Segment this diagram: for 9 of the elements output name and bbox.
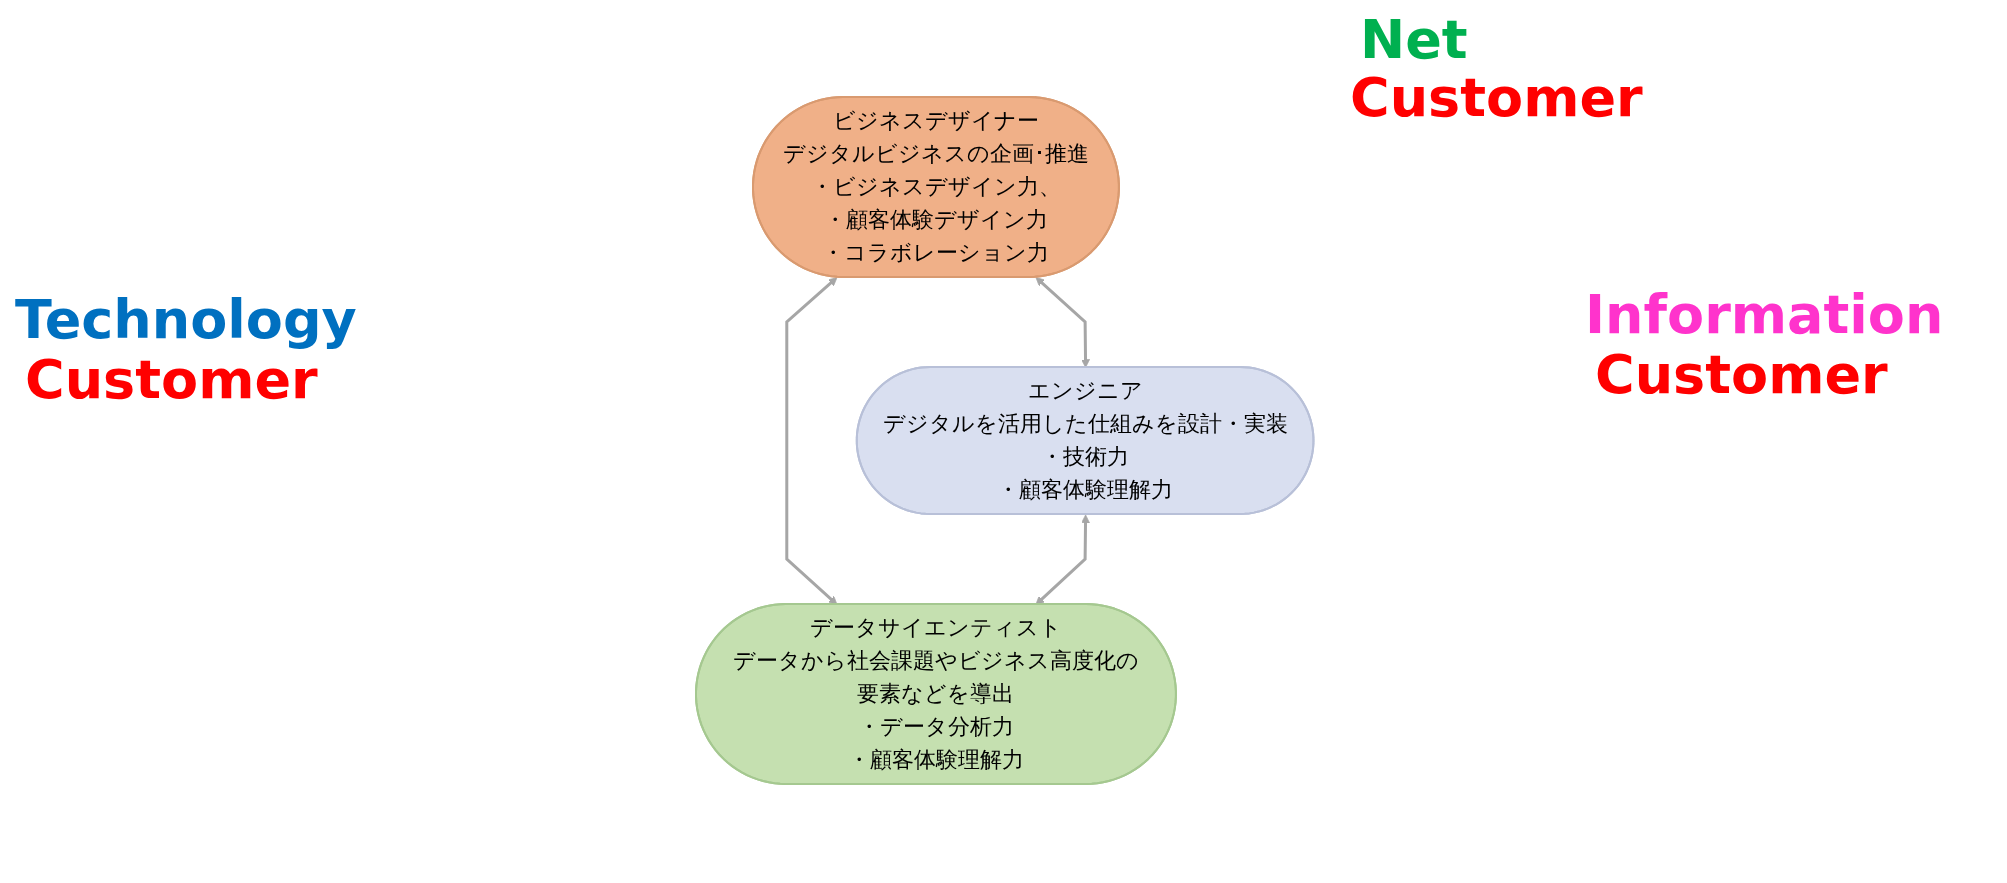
category-label: Net <box>1360 10 1468 70</box>
arrow <box>1035 276 1091 368</box>
category-label: Customer <box>25 350 318 410</box>
category-label: Information <box>1585 285 1944 345</box>
arrow <box>785 276 838 605</box>
arrow <box>1035 514 1091 605</box>
category-label: Customer <box>1350 68 1643 128</box>
category-label: Technology <box>15 290 357 350</box>
category-label: Customer <box>1595 345 1888 405</box>
